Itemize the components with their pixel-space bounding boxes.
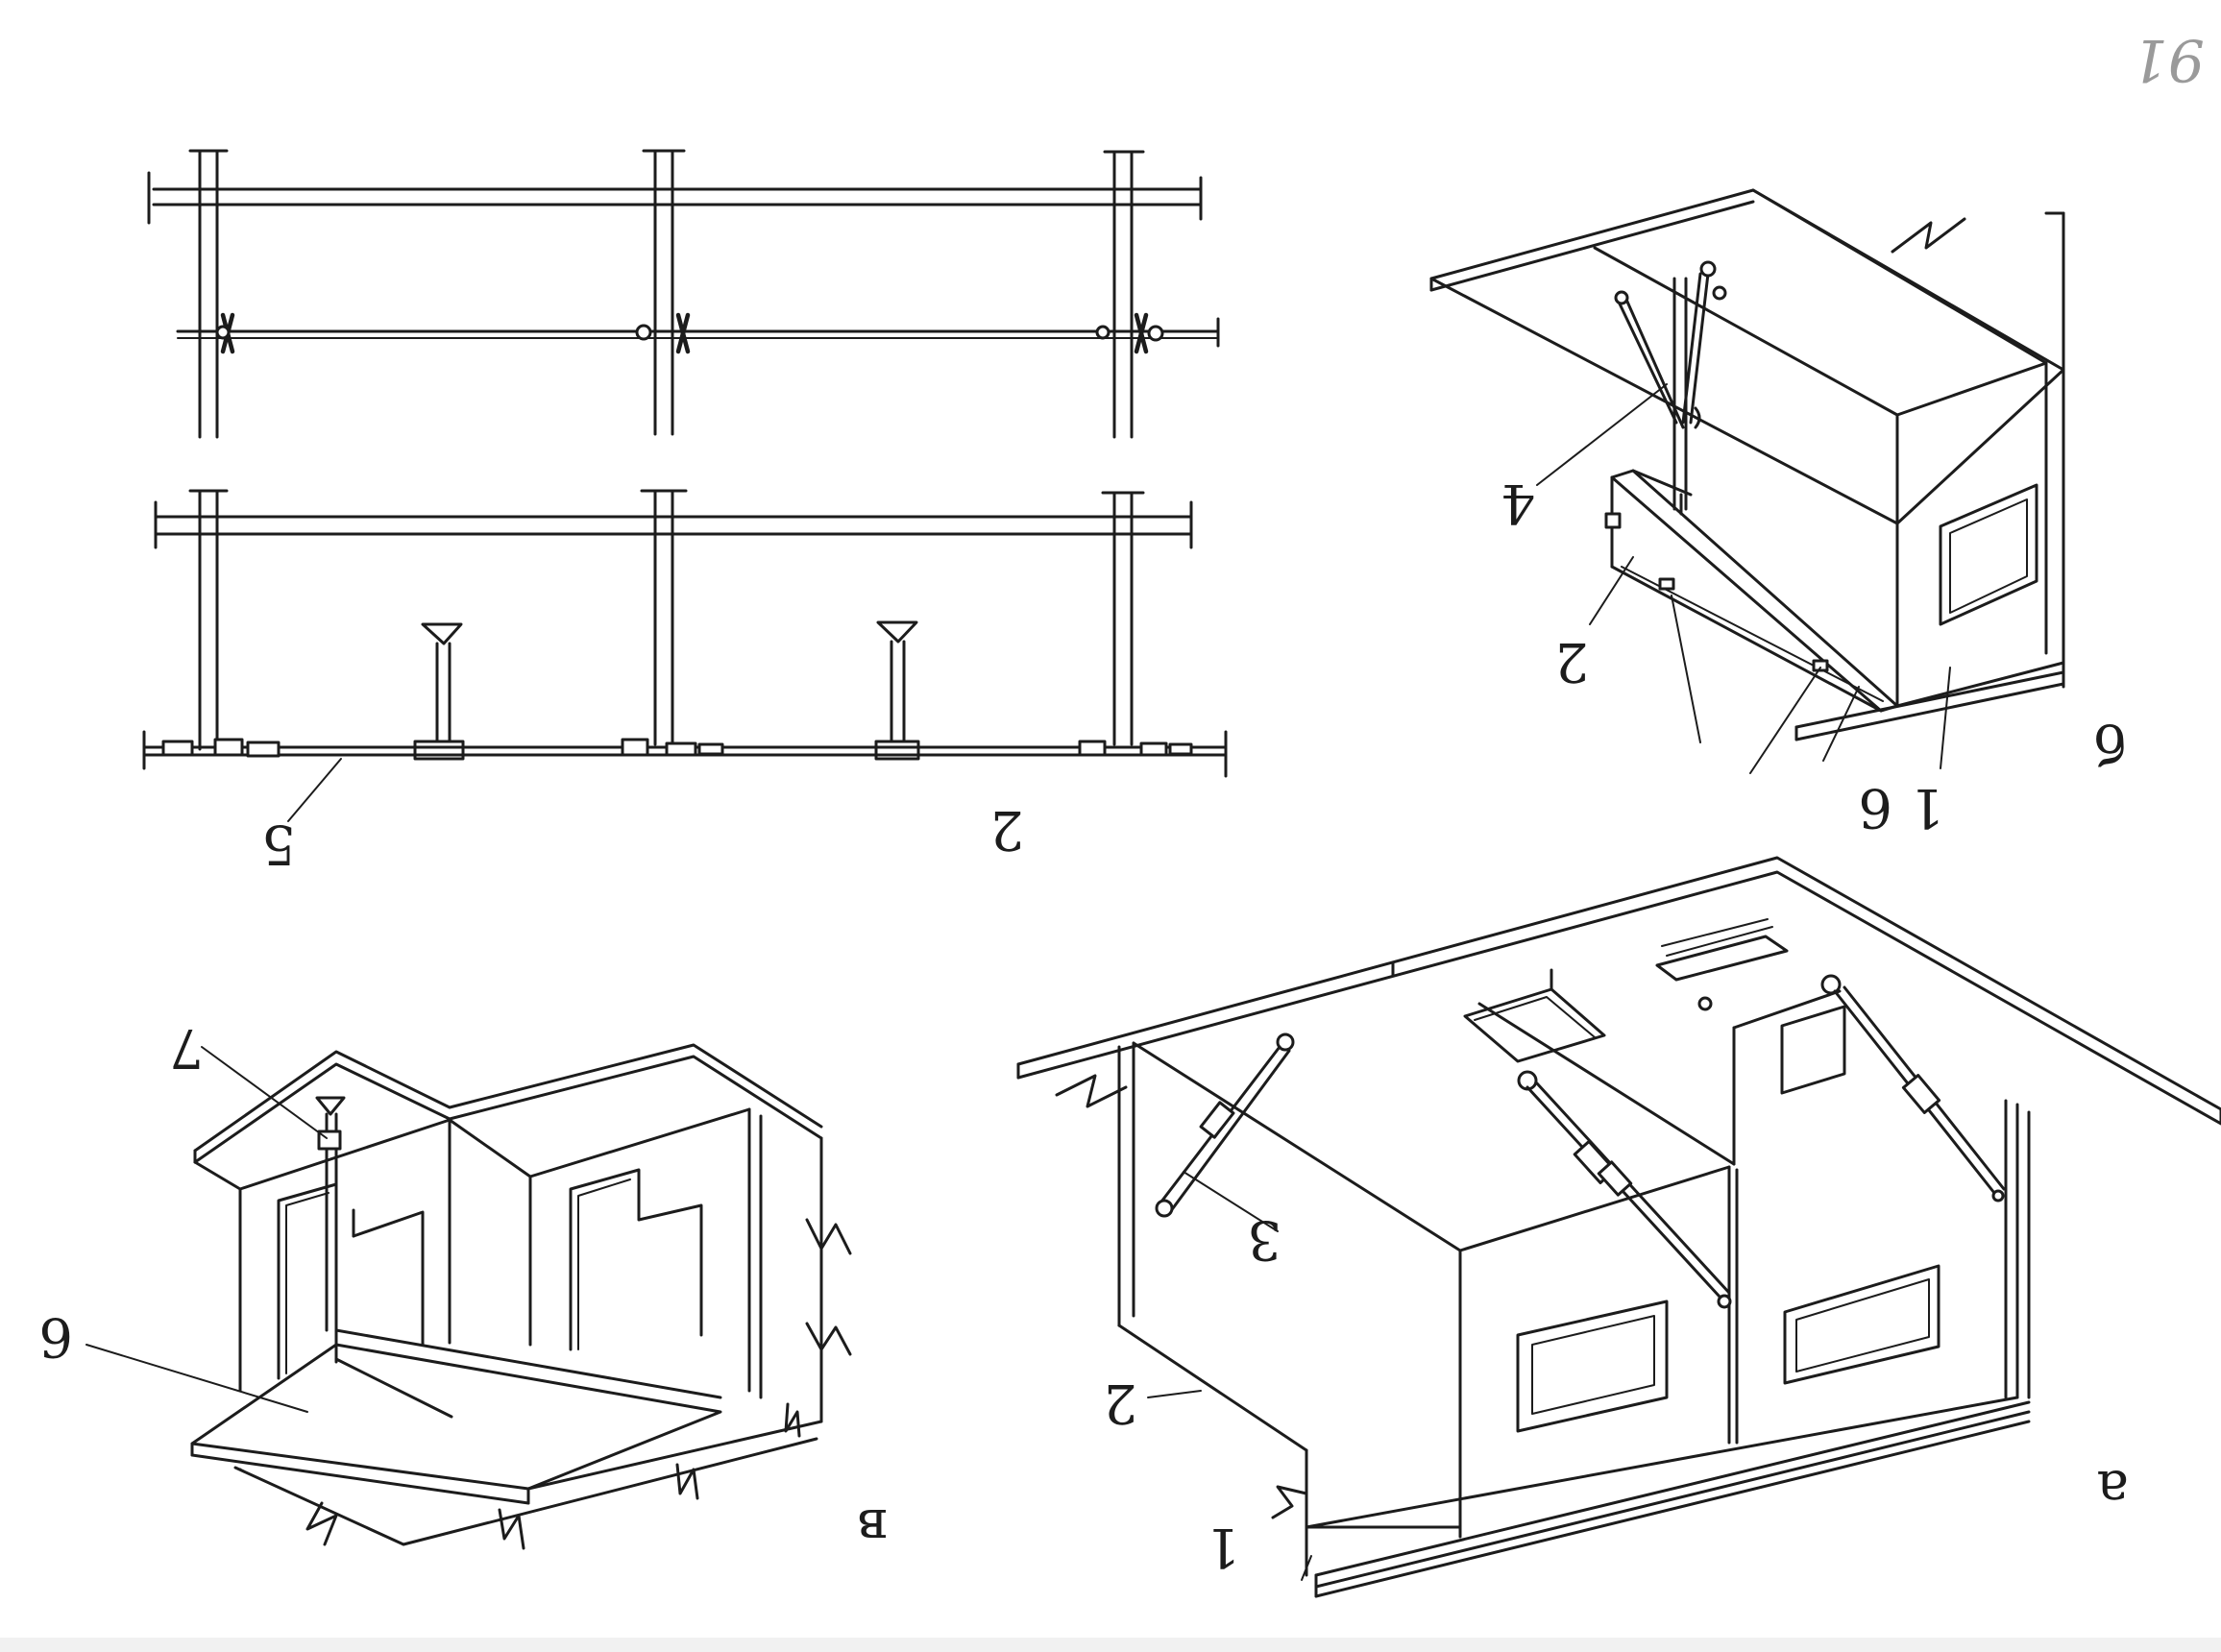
figure-a [1016, 856, 2221, 1598]
figure-label-a: а [2097, 1458, 2129, 1520]
svg-text:в: в [857, 1496, 888, 1559]
svg-text:2: 2 [1554, 630, 1589, 692]
strut [1820, 974, 2006, 1203]
figure-c [85, 1043, 852, 1550]
post [1103, 150, 1145, 439]
post [188, 149, 229, 439]
elevation-lower [142, 489, 1228, 822]
post [642, 149, 686, 436]
ref-label-6-b: 6 [1858, 776, 1892, 838]
ref-label-6-c: 6 [38, 1305, 73, 1368]
svg-text:2: 2 [1103, 1372, 1137, 1434]
svg-text:6: 6 [1858, 776, 1892, 838]
ref-label-2-top: 2 [989, 798, 1024, 861]
elevation-upper [147, 149, 1220, 439]
svg-text:а: а [2097, 1458, 2129, 1520]
svg-text:91: 91 [2132, 26, 2205, 93]
clamp [215, 312, 235, 354]
svg-text:1: 1 [1206, 1516, 1240, 1578]
svg-text:2: 2 [989, 798, 1024, 861]
figure-b [1429, 188, 2065, 774]
ref-label-3: 3 [1247, 1208, 1281, 1271]
scan-edge [0, 1638, 2221, 1652]
svg-text:б: б [2093, 712, 2126, 774]
svg-text:6: 6 [38, 1305, 73, 1368]
ref-label-7: 7 [169, 1016, 204, 1079]
clamp [1095, 312, 1164, 354]
svg-text:7: 7 [169, 1016, 204, 1079]
ref-label-1-a: 1 [1206, 1516, 1240, 1578]
corner-mark: 91 [2132, 26, 2205, 93]
ref-label-4: 4 [1501, 472, 1535, 534]
clamp [635, 312, 691, 354]
svg-text:3: 3 [1247, 1208, 1281, 1271]
figure-label-b: б [2093, 712, 2126, 774]
ref-label-1-b: 1 [1910, 776, 1944, 838]
shore [874, 620, 920, 761]
svg-text:4: 4 [1501, 472, 1535, 534]
ref-label-2-a: 2 [1103, 1372, 1137, 1434]
svg-text:5: 5 [261, 813, 296, 875]
strut [1517, 1070, 1732, 1309]
shore [413, 622, 465, 761]
figure-label-c: в [857, 1496, 888, 1559]
strut [1155, 1032, 1295, 1218]
ref-label-2-b: 2 [1554, 630, 1589, 692]
svg-text:1: 1 [1910, 776, 1944, 838]
ref-label-5: 5 [261, 813, 296, 875]
